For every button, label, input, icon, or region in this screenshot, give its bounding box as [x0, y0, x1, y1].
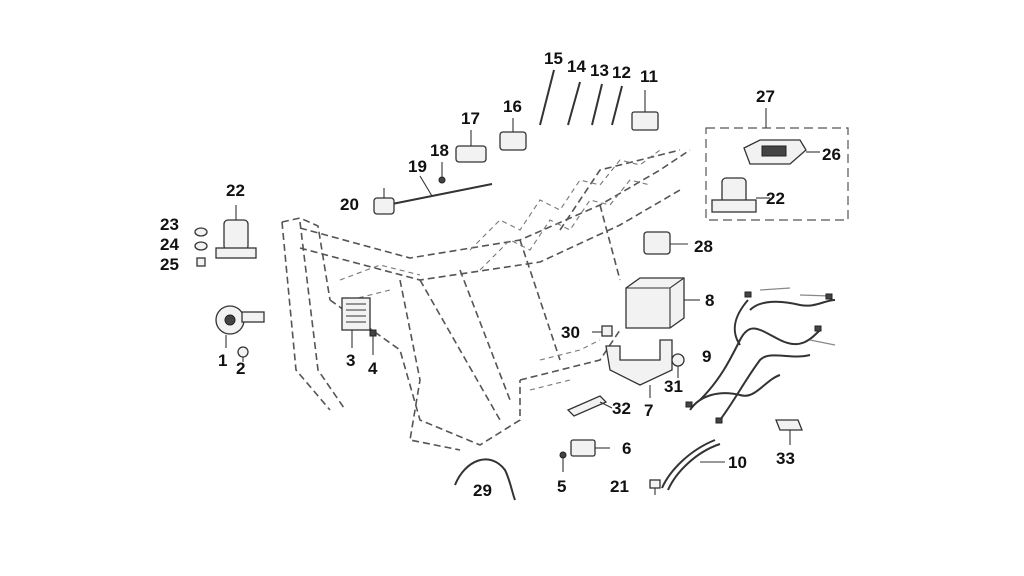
part-6-relay: [570, 439, 610, 457]
callout-6: 6: [622, 439, 631, 458]
callout-4: 4: [368, 359, 378, 378]
part-9-wire-harness: [685, 287, 836, 424]
part-20-sensor: [373, 188, 395, 215]
part-16-fuse-box: [499, 118, 527, 151]
part-8-battery: [625, 277, 700, 329]
callout-16: 16: [503, 97, 522, 116]
callout-27: 27: [756, 87, 775, 106]
part-11-flasher: [631, 90, 659, 131]
part-32-bracket: [566, 395, 613, 417]
part-25-bolt: [196, 257, 206, 267]
motorcycle-frame: [281, 149, 691, 451]
callout-32: 32: [612, 399, 631, 418]
part-22-ignition-kit: [711, 177, 770, 213]
part-17-cover: [455, 130, 487, 163]
callout-5: 5: [557, 477, 566, 496]
part-10-cables: [661, 439, 725, 491]
callout-25: 25: [160, 255, 179, 274]
callout-22-left: 22: [226, 181, 245, 200]
part-18-screw: [438, 162, 446, 184]
part-4-bolt: [369, 329, 377, 355]
part-30-bolt: [592, 325, 613, 337]
callout-30: 30: [561, 323, 580, 342]
callout-18: 18: [430, 141, 449, 160]
callout-28: 28: [694, 237, 713, 256]
callout-12: 12: [612, 63, 631, 82]
part-28-module: [643, 231, 688, 255]
part-19-cable: [391, 175, 493, 205]
callout-15: 15: [544, 49, 563, 68]
part-12-fuse: [611, 85, 623, 126]
callout-1: 1: [218, 351, 227, 370]
callout-19: 19: [408, 157, 427, 176]
callout-23: 23: [160, 215, 179, 234]
callout-21: 21: [610, 477, 629, 496]
callout-11: 11: [640, 67, 658, 86]
callout-14: 14: [567, 57, 586, 76]
part-23-washer: [194, 227, 208, 237]
callout-10: 10: [728, 453, 747, 472]
callout-22-kit: 22: [766, 189, 785, 208]
part-27-kit-frame: [705, 108, 849, 221]
part-13-fuse: [591, 83, 603, 126]
part-2-nut: [237, 346, 249, 362]
callout-3: 3: [346, 351, 355, 370]
callout-26: 26: [822, 145, 841, 164]
part-24-washer: [194, 241, 208, 251]
part-29-cable: [454, 458, 516, 501]
part-14-fuse: [567, 81, 581, 126]
part-21-bolt: [649, 479, 661, 495]
callout-7: 7: [644, 401, 653, 420]
part-5-screw: [559, 451, 567, 472]
part-26-lock-set: [743, 139, 820, 165]
callout-labels: 1 2 3 4 5 6 7 8 9 10 11 12 13 14 15 16 1…: [160, 49, 841, 500]
part-7-battery-tray: [605, 339, 673, 398]
callout-24: 24: [160, 235, 179, 254]
part-22-ignition-left: [215, 205, 257, 259]
callout-20: 20: [340, 195, 359, 214]
callout-2: 2: [236, 359, 245, 378]
callout-8: 8: [705, 291, 714, 310]
part-15-fuse: [539, 69, 555, 126]
part-31-nut: [671, 353, 685, 378]
part-33-label: [775, 419, 803, 445]
callout-31: 31: [664, 377, 683, 396]
callout-17: 17: [461, 109, 480, 128]
callout-13: 13: [590, 61, 609, 80]
callout-29: 29: [473, 481, 492, 500]
callout-33: 33: [776, 449, 795, 468]
callout-9: 9: [702, 347, 711, 366]
part-3-regulator: [341, 297, 371, 348]
part-1-horn: [215, 305, 265, 348]
